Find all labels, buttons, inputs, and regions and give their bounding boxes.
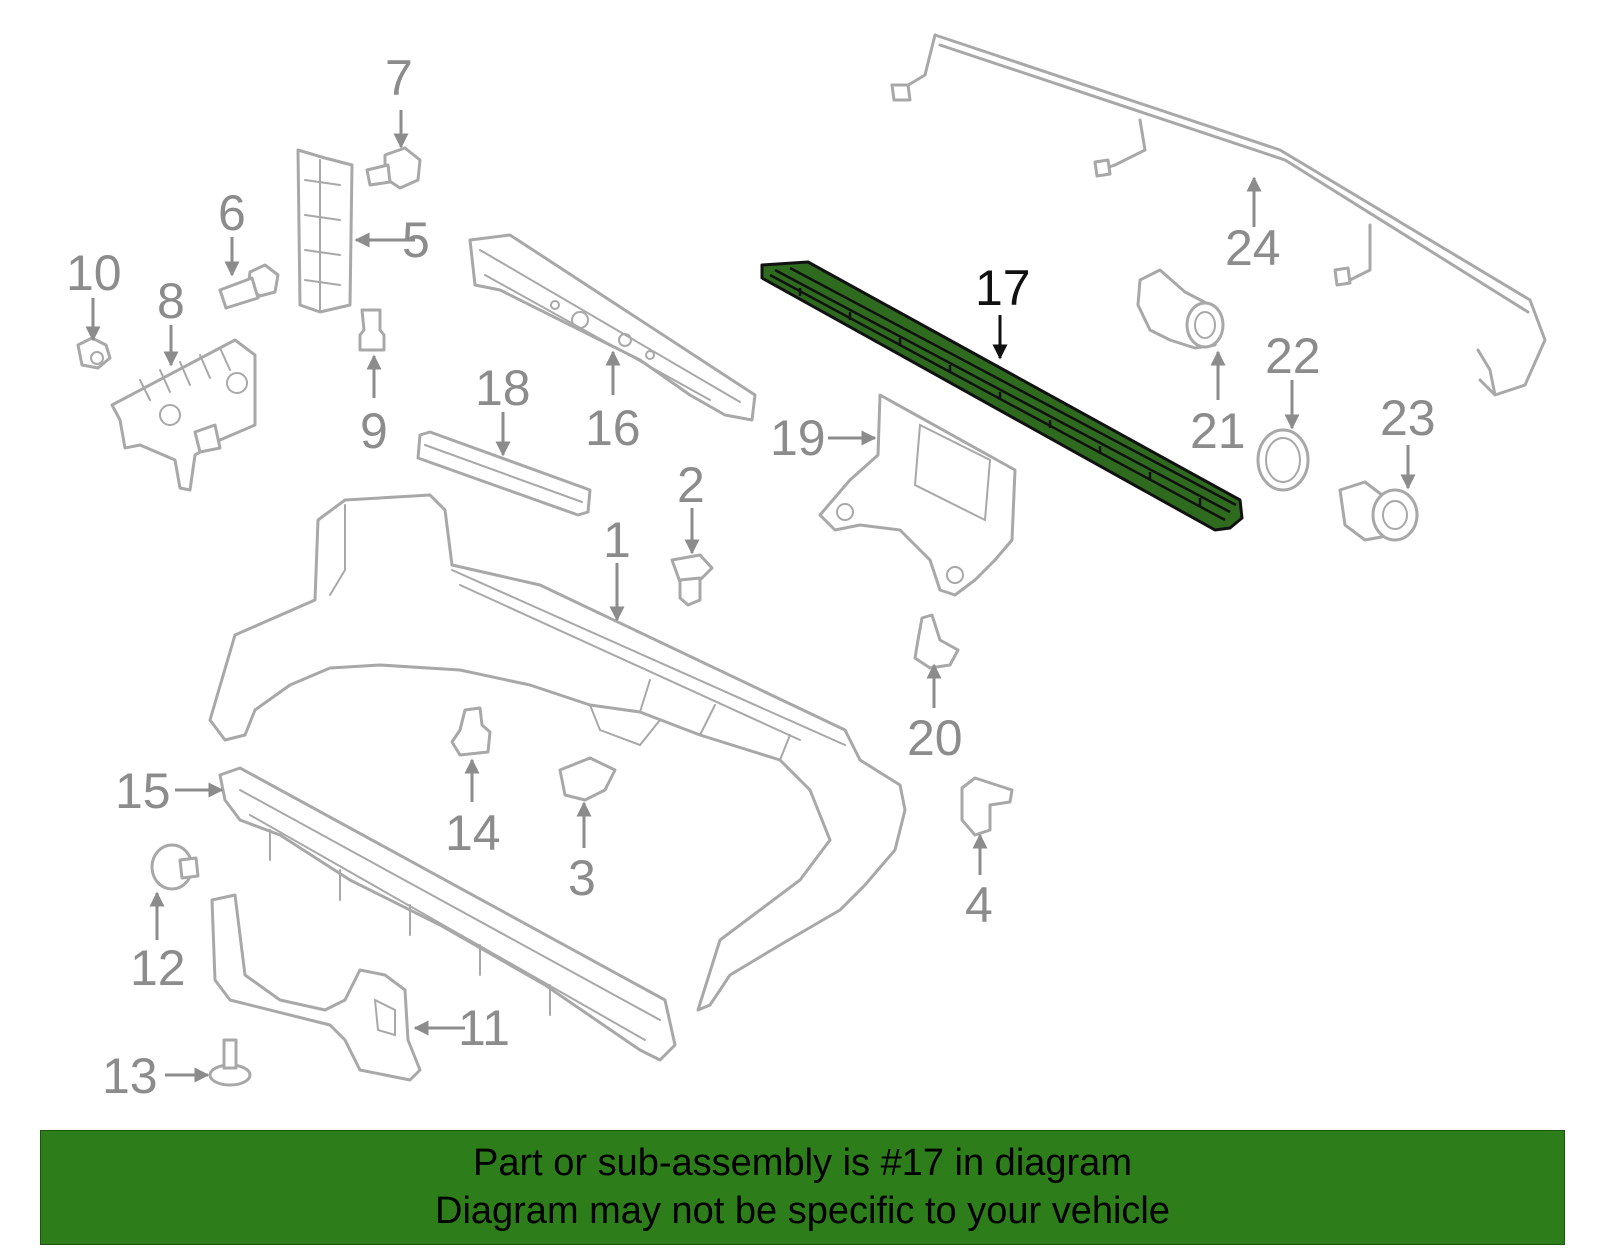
callout-12: 12 bbox=[130, 940, 186, 996]
part-7-screw[interactable] bbox=[365, 146, 422, 190]
callout-24: 24 bbox=[1225, 220, 1281, 276]
part-17-step-pad-highlighted[interactable] bbox=[760, 260, 1244, 532]
callout-16: 16 bbox=[585, 400, 641, 456]
callout-19: 19 bbox=[770, 410, 826, 466]
banner-line-1: Part or sub-assembly is #17 in diagram bbox=[473, 1142, 1132, 1184]
callout-14: 14 bbox=[445, 805, 501, 861]
part-5-bracket[interactable] bbox=[296, 148, 354, 314]
banner-line-2: Diagram may not be specific to your vehi… bbox=[435, 1190, 1170, 1232]
callout-3: 3 bbox=[568, 850, 596, 906]
callout-15: 15 bbox=[115, 763, 171, 819]
callout-13: 13 bbox=[102, 1048, 158, 1104]
callout-6: 6 bbox=[218, 185, 246, 241]
part-1-bumper-cover[interactable] bbox=[208, 493, 907, 1012]
part-20-clip[interactable] bbox=[913, 613, 960, 670]
part-13-pin[interactable] bbox=[208, 1038, 252, 1087]
callout-7: 7 bbox=[385, 50, 413, 106]
part-21-sensor-housing[interactable] bbox=[1136, 268, 1225, 350]
part-8-bracket-assembly[interactable] bbox=[110, 338, 257, 492]
part-2-clip[interactable] bbox=[670, 553, 714, 607]
callout-17: 17 bbox=[975, 260, 1031, 316]
callout-5: 5 bbox=[402, 212, 430, 268]
part-11-bracket[interactable] bbox=[210, 893, 422, 1082]
callout-22: 22 bbox=[1265, 328, 1321, 384]
part-12-plug[interactable] bbox=[150, 843, 200, 891]
callout-21: 21 bbox=[1190, 403, 1246, 459]
part-6-bolt[interactable] bbox=[218, 263, 280, 310]
callout-4: 4 bbox=[965, 877, 993, 933]
part-4-clip[interactable] bbox=[960, 776, 1014, 837]
callout-20: 20 bbox=[907, 710, 963, 766]
leader-lines bbox=[85, 110, 1416, 1083]
callout-2: 2 bbox=[677, 457, 705, 513]
part-23-sensor[interactable] bbox=[1338, 480, 1419, 542]
part-9-stud[interactable] bbox=[358, 308, 386, 352]
part-24-wiring-harness[interactable] bbox=[890, 33, 1547, 397]
part-15-lower-absorber[interactable] bbox=[218, 766, 677, 1062]
callout-23: 23 bbox=[1380, 390, 1436, 446]
callout-8: 8 bbox=[157, 273, 185, 329]
part-18-molding[interactable] bbox=[416, 430, 592, 517]
part-3-retainer[interactable] bbox=[558, 756, 617, 802]
part-16-reinforcement[interactable] bbox=[468, 233, 757, 422]
callout-18: 18 bbox=[475, 360, 531, 416]
callout-labels: 7 5 6 10 8 9 16 18 19 17 24 21 22 23 2 1… bbox=[66, 50, 1436, 1104]
callout-11: 11 bbox=[458, 1000, 510, 1056]
callout-1: 1 bbox=[603, 512, 631, 568]
part-14-clip[interactable] bbox=[450, 706, 492, 757]
part-22-ring[interactable] bbox=[1256, 428, 1310, 492]
part-10-nut[interactable] bbox=[76, 336, 112, 370]
info-banner: Part or sub-assembly is #17 in diagram D… bbox=[40, 1130, 1565, 1245]
callout-9: 9 bbox=[360, 403, 388, 459]
callout-10: 10 bbox=[66, 245, 122, 301]
part-19-bracket[interactable] bbox=[818, 393, 1017, 597]
